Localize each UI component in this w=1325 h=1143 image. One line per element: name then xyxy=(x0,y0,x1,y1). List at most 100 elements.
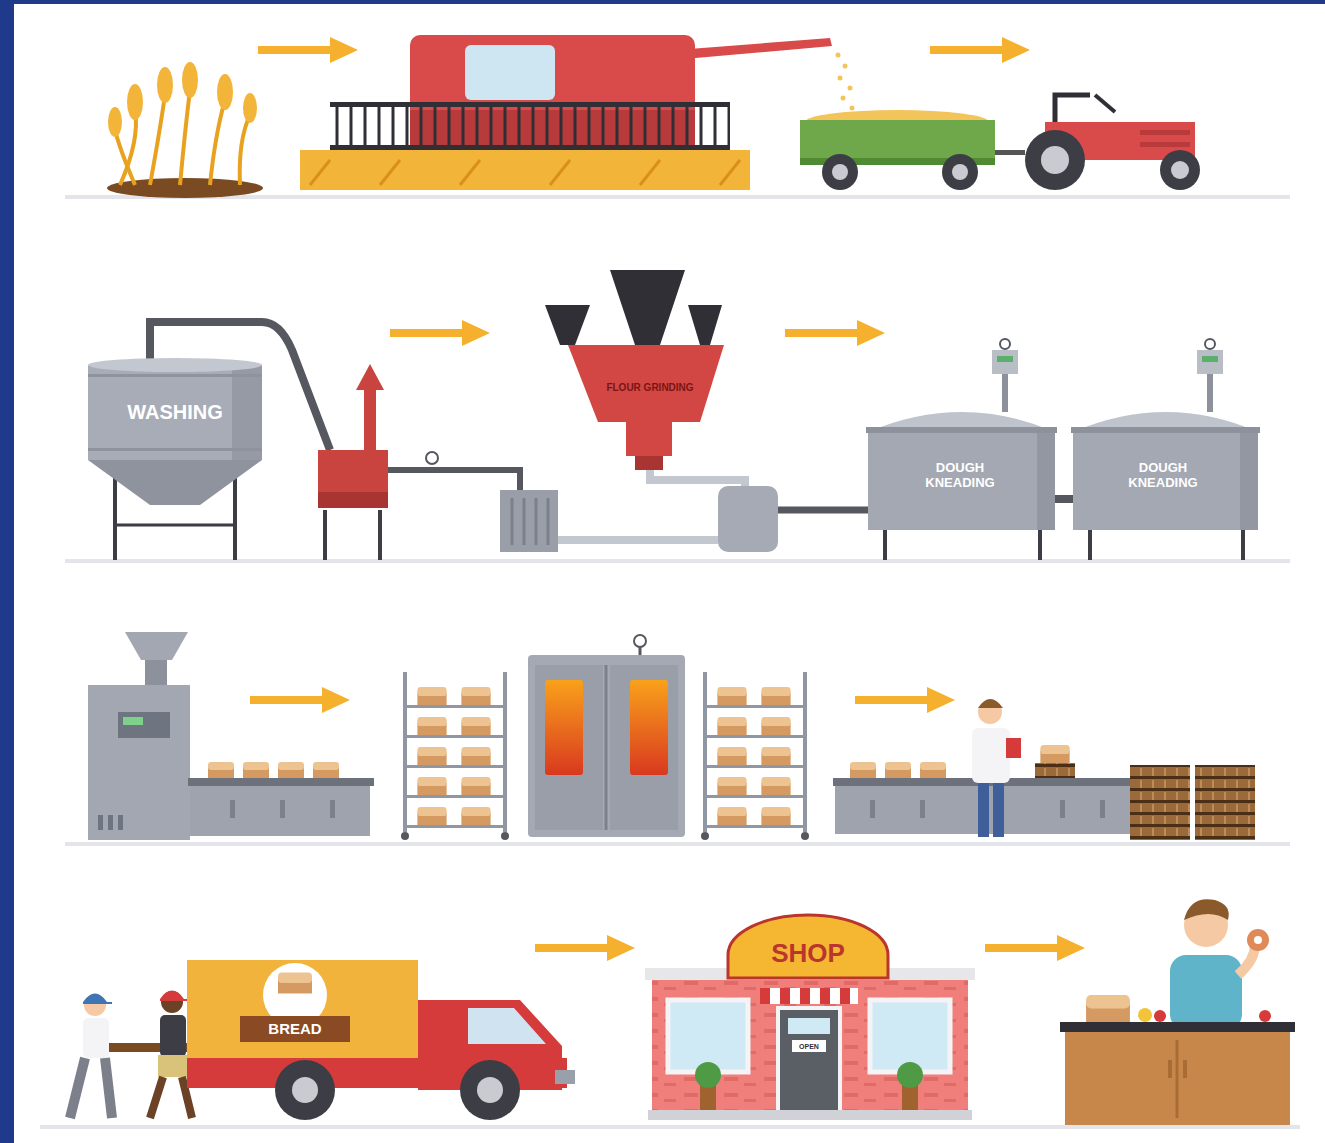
flow-arrows-part xyxy=(785,320,885,346)
customer-counter-part xyxy=(1184,899,1229,920)
combine-harvester-part-part xyxy=(460,160,480,185)
delivery-truck-part xyxy=(187,960,418,1060)
wheat-field-part-part xyxy=(157,67,173,103)
red-pump-part xyxy=(318,450,388,508)
washing-tank-part xyxy=(88,365,262,460)
bread-racks-part xyxy=(405,678,505,828)
delivery-truck-part xyxy=(468,1008,546,1044)
washing-tank-part xyxy=(88,374,262,377)
inspection-line-part xyxy=(850,762,876,778)
wheat-field-part-part xyxy=(115,130,135,185)
dough-divider-part xyxy=(88,685,190,840)
bread-racks-part-part xyxy=(403,672,407,832)
node-text: BREAD xyxy=(268,1020,321,1037)
delivery-truck-part xyxy=(460,1060,520,1120)
dough-divider-part-part xyxy=(98,815,103,830)
combine-harvester-part xyxy=(330,105,730,150)
kneading-tanks-part xyxy=(866,427,1057,433)
combine-harvester-part-part xyxy=(838,76,843,81)
customer-counter-part xyxy=(1086,995,1130,1022)
bread-racks-part-part xyxy=(503,672,507,832)
oven-part xyxy=(610,665,678,830)
flow-arrows-part xyxy=(985,935,1085,961)
kneading-tanks-part xyxy=(1207,372,1213,412)
flour-grinder-part-part xyxy=(547,498,550,545)
customer-counter-part xyxy=(1254,936,1262,944)
shop-building-part xyxy=(648,1110,972,1120)
dough-divider-part xyxy=(230,800,335,818)
flow-arrows-part xyxy=(855,687,955,713)
dough-divider-part-part xyxy=(108,815,113,830)
shop-building xyxy=(645,915,975,1120)
kneading-tanks-part xyxy=(1037,430,1055,530)
oven-part xyxy=(545,680,583,775)
kneading-tanks xyxy=(866,339,1260,560)
washing-tank-part xyxy=(88,358,262,372)
kneading-tanks-part xyxy=(1071,427,1260,433)
shop-building-part xyxy=(792,1040,826,1052)
combine-harvester-part xyxy=(650,38,832,62)
inspection-line-part-part xyxy=(1060,800,1065,818)
inspection-line-part xyxy=(1040,745,1069,763)
dough-divider-part-part xyxy=(330,800,335,818)
flour-grinder-part-part xyxy=(523,498,526,545)
dough-divider-part-part xyxy=(280,800,285,818)
workers-part xyxy=(160,991,189,1002)
customer-counter-part xyxy=(1238,945,1255,975)
flow-arrows-part xyxy=(535,935,635,961)
shop-sign: SHOP xyxy=(748,936,868,972)
delivery-truck-part xyxy=(555,1070,575,1084)
dough-divider-part xyxy=(190,786,370,836)
shop-building-part xyxy=(870,1000,950,1072)
shop-building-part xyxy=(700,1085,716,1110)
inspector xyxy=(972,699,1021,837)
tractor-part xyxy=(1160,150,1200,190)
ground-lines-part xyxy=(65,842,1290,846)
tractor-part xyxy=(1025,130,1085,190)
node-text: FLOUR GRINDING xyxy=(606,382,693,394)
kneading-tanks-part xyxy=(1205,339,1215,349)
flour-grinder-part xyxy=(688,305,722,345)
flour-grinder-part xyxy=(558,536,718,544)
red-pump-part xyxy=(388,470,520,490)
oven-part xyxy=(605,665,608,830)
flow-arrows-part xyxy=(930,37,1030,63)
truck-cargo-box: BREAD xyxy=(242,1017,348,1041)
inspection-line-part xyxy=(920,762,946,778)
bread-racks-part-part xyxy=(803,672,807,832)
inspection-line-part xyxy=(1035,763,1075,778)
flour-grinder-part xyxy=(626,420,672,456)
workers-part xyxy=(83,1018,109,1058)
customer-counter-part xyxy=(1060,1022,1295,1032)
wheat-field-part xyxy=(108,62,257,137)
grain-trailer-part xyxy=(822,154,858,190)
delivery-truck-part xyxy=(278,973,312,994)
delivery-truck-part xyxy=(477,1077,503,1103)
kneading-tanks-part xyxy=(1202,356,1218,362)
tractor-part xyxy=(1095,95,1115,112)
wheat-field-part-part xyxy=(182,62,198,98)
red-pump-part xyxy=(356,364,384,390)
customer-counter-part xyxy=(1259,1010,1271,1022)
wheat-field-part-part xyxy=(180,90,190,185)
dough-divider-part xyxy=(98,815,123,830)
label-text: OPEN xyxy=(799,1043,819,1050)
tractor-part xyxy=(1171,161,1189,179)
oven-part xyxy=(535,665,603,830)
tractor-part xyxy=(1055,95,1090,122)
inspection-line-part-part xyxy=(870,800,875,818)
customer-counter-part xyxy=(1170,955,1242,1030)
combine-harvester-part xyxy=(330,145,730,150)
dough-divider-part xyxy=(313,762,339,778)
kneading-tanks-part xyxy=(868,430,1055,530)
inspection-line-part xyxy=(1130,765,1190,840)
workers-part xyxy=(150,1077,192,1118)
kneading-tanks-part xyxy=(1241,530,1245,560)
node-text: WASHING xyxy=(127,401,223,424)
inspector-part xyxy=(978,699,1003,708)
flow-arrows-part xyxy=(258,37,358,63)
flow-arrows-part xyxy=(390,320,490,346)
delivery-truck-part xyxy=(275,1060,335,1120)
